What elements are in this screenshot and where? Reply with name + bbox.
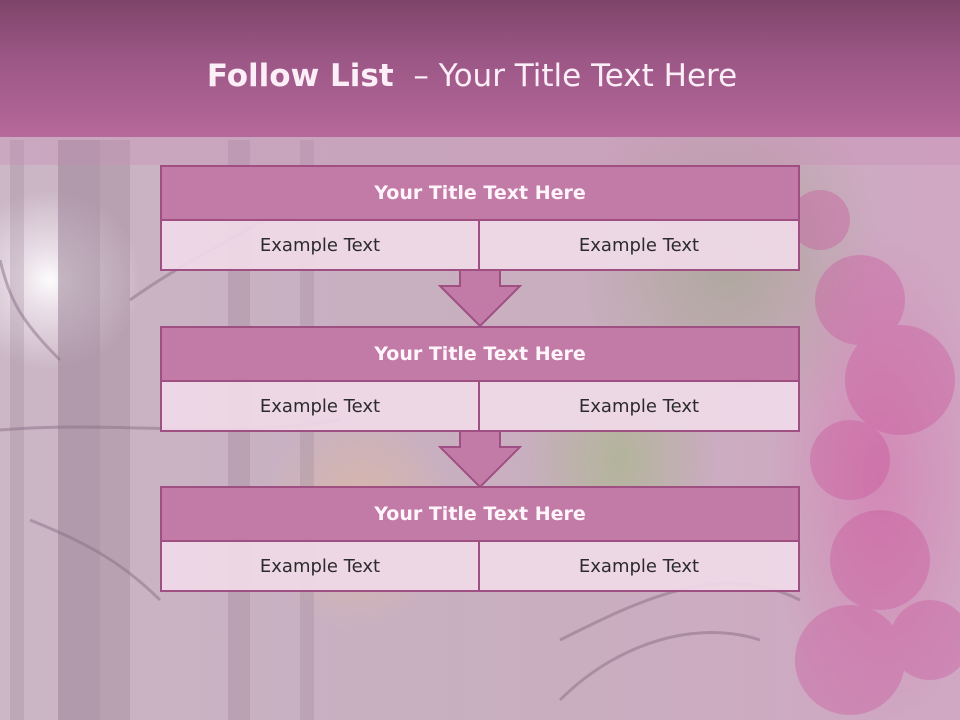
step-cell-left: Example Text [160,382,480,432]
step-row: Example Text Example Text [160,382,800,432]
step-cell-left: Example Text [160,542,480,592]
step-title: Your Title Text Here [160,486,800,542]
step-block-1: Your Title Text Here Example Text Exampl… [160,165,800,271]
title-bold: Follow List [206,58,394,94]
step-cell-right: Example Text [478,221,800,271]
step-block-3: Your Title Text Here Example Text Exampl… [160,486,800,592]
step-row: Example Text Example Text [160,221,800,271]
slide-header [0,0,960,137]
down-arrow-icon [438,270,522,328]
slide-title: Follow List – Your Title Text Here [0,58,944,94]
step-cell-left: Example Text [160,221,480,271]
down-arrow-icon [438,431,522,489]
step-title: Your Title Text Here [160,165,800,221]
step-cell-right: Example Text [478,382,800,432]
step-block-2: Your Title Text Here Example Text Exampl… [160,326,800,432]
step-cell-right: Example Text [478,542,800,592]
title-rest: – Your Title Text Here [413,58,738,94]
header-band [0,137,960,165]
step-row: Example Text Example Text [160,542,800,592]
step-title: Your Title Text Here [160,326,800,382]
